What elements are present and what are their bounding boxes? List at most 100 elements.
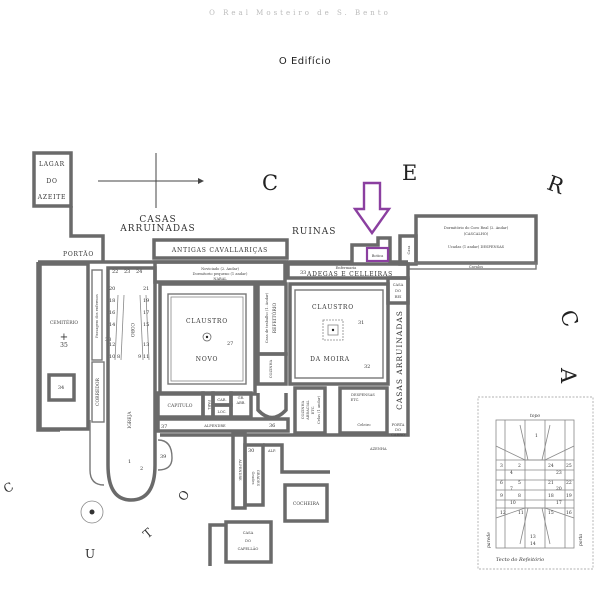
casas-arruinadas-label: ARRUINADAS (119, 224, 195, 234)
passagem-label: Passagem dos enfermos (95, 294, 99, 338)
plan-label: Casa (407, 245, 411, 255)
plan-label: 12 (109, 342, 115, 348)
cocheira (283, 483, 329, 523)
plan-label: 9 (500, 493, 503, 499)
plan-label: CLAUSTRO (186, 318, 228, 325)
plan-label: 13 (143, 342, 149, 348)
plan-label: 25 (566, 463, 572, 469)
plan-label: CLAUSTRO (312, 304, 354, 311)
corredor (91, 361, 105, 423)
plan-label: ADEGAS E CELLEIRAS (306, 271, 393, 278)
plan-label: CORO (129, 323, 135, 338)
plan-label: 10 (510, 500, 516, 506)
plan-label: 15 (143, 322, 149, 328)
inset-caption: Tecto do Refeitório (496, 556, 544, 563)
plan-label: 20 (556, 486, 562, 492)
plan-label: 23 (124, 269, 130, 275)
capellao-label: DO (245, 539, 251, 543)
plan-label: ALPENDRE (203, 424, 226, 428)
casa-do-rei-label: CASA (393, 283, 404, 287)
plan-label: (CASCALHO) (464, 232, 489, 236)
plan-label: CEMITÉRIO (50, 318, 79, 326)
plan-label: ALP. (267, 449, 276, 453)
ruinas-label: RUINAS (292, 227, 336, 237)
plan-label: 8 (117, 354, 120, 360)
plan-label: NABAL (213, 277, 227, 281)
cerca-letter: R (544, 171, 568, 199)
capitulo-row: CAPITULO PARL CAR. LOC. GR. ABB. ALPENDR… (156, 391, 290, 433)
plan-label: 17 (143, 310, 149, 316)
plan-label: 22 (566, 480, 572, 486)
plan-label: topo (530, 413, 540, 419)
cemiterio: CEMITÉRIO + 35 34 (38, 262, 90, 431)
plan-label: 24 (548, 463, 554, 469)
plan-label: 39 (160, 454, 166, 460)
plan-label: LAGAR (39, 161, 65, 168)
plan-label: 14 (530, 541, 536, 547)
plan-label: 34 (58, 385, 64, 391)
plan-label: 19 (566, 493, 572, 499)
plan-label: COZINHA (301, 400, 305, 419)
plan-label: 9 (138, 354, 141, 360)
inset-right-label: porta (578, 534, 584, 547)
plan-label: 27 (227, 341, 233, 347)
plan-label: Noviciado (2. Andar) (201, 267, 239, 271)
plan-label: ALPENDRE (238, 458, 242, 481)
plan-label: 24 (136, 269, 142, 275)
plan-label: 21 (548, 480, 554, 486)
plan-label: 30 (248, 448, 254, 454)
inset-numbers: 1 2 3 4 5 6 7 8 9 10 11 12 13 14 15 16 1… (500, 433, 572, 547)
plan-label: Celeiro (357, 423, 370, 427)
plan-label: 13 (530, 534, 536, 540)
plan-label: 2 (140, 466, 143, 472)
plan-label: PARL (207, 400, 211, 410)
plan-label: 14 (109, 322, 115, 328)
plan-label: 16 (566, 510, 572, 516)
plan-label: Ucadas (1 andar) DESPENSAS (448, 245, 505, 249)
casa-do-rei-label: REI (395, 295, 402, 299)
orientation-cross-icon (98, 153, 204, 208)
plan-label: 21 (143, 286, 149, 292)
plan-label: 15 (548, 510, 554, 516)
refeitorio-ceiling-inset: topo (477, 396, 594, 570)
highlight-arrow-icon (352, 181, 392, 236)
porta-carro-label: DO (395, 428, 401, 432)
plan-label: 6 (500, 480, 503, 486)
plan-label: 1 (128, 459, 131, 465)
passagem (91, 269, 103, 361)
plan-label: 18 (548, 493, 554, 499)
plan-label: REFEITÓRIO (270, 302, 278, 333)
plan-label: LOC. (217, 410, 226, 414)
porta-carro-label: CARRO (391, 433, 405, 437)
plan-label: GR. (238, 396, 245, 400)
alpendre-annex: ALPENDRE 30 Grades GRADES ALP. (231, 431, 330, 510)
plan-label: 10 (109, 354, 115, 360)
plan-label: Celas (1 andar) (317, 395, 321, 424)
plan-label: Casa de trabalho (1. Andar) (265, 292, 269, 343)
plan-label: 12 (500, 510, 506, 516)
plan-label: 7 (510, 486, 513, 492)
casas-arruinadas-right-label: CASAS ARRUINADAS (395, 310, 404, 410)
plan-label: 20 (109, 286, 115, 292)
casa-do-capellao (224, 520, 273, 564)
plan-label: 11 (143, 354, 149, 360)
plan-label: 3 (500, 463, 503, 469)
inset-left-label: parede (486, 532, 492, 548)
well-icon (80, 500, 104, 524)
plan-label: 31 (358, 320, 364, 326)
plan-label: 4 (510, 470, 513, 476)
plan-label: DESPENSAS (351, 393, 375, 397)
noviciado: Noviciado (2. Andar) Dormitorio pequeno … (153, 260, 287, 284)
plan-label: ANTIGAS CAVALLARIÇAS (171, 247, 268, 254)
plan-label: ETC. (311, 406, 315, 415)
plan-label: 8 (518, 493, 521, 499)
cerca-letter: A (556, 367, 580, 384)
plan-label: CAR. (217, 398, 226, 402)
plan-label: ETC. (351, 398, 360, 402)
plan-label: 33 (300, 270, 306, 276)
plan-label: 22 (112, 269, 118, 275)
plan-label: 16 (109, 310, 115, 316)
page-title: O Edifício (279, 55, 331, 67)
north-range: Casa Dormitório do Coro Real (2. Andar) … (287, 214, 538, 270)
